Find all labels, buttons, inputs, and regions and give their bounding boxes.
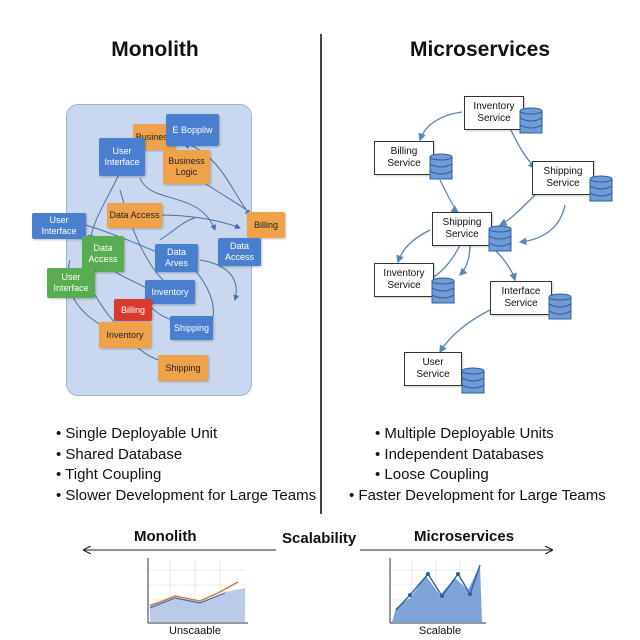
module-shipping-orange: Shipping: [158, 355, 208, 381]
module-inventory-orange: Inventory: [99, 322, 151, 348]
service-shipping-center: Shipping Service: [432, 212, 492, 246]
scalable-chart: [389, 558, 486, 624]
database-icon: [519, 107, 543, 134]
database-icon: [429, 153, 453, 180]
scalable-caption: Scalable: [418, 625, 462, 637]
microservices-bullet: Loose Coupling: [349, 465, 629, 486]
module-user-interface-left: User Interface: [32, 213, 86, 239]
module-billing-right: Billing: [247, 212, 285, 238]
scalability-monolith-label: Monolith: [134, 528, 197, 545]
monolith-bullet: Tight Coupling: [56, 465, 318, 486]
monolith-bullet: Shared Database: [56, 445, 318, 466]
module-data-access-blue: Data Access: [218, 238, 261, 266]
microservices-bullet: Multiple Deployable Units: [349, 424, 629, 445]
database-icon: [431, 277, 455, 304]
module-data-arves: Data Arves: [155, 244, 198, 272]
scalability-microservices-label: Microservices: [414, 528, 515, 545]
scalability-title: Scalability: [282, 530, 357, 547]
microservices-title: Microservices: [409, 38, 551, 61]
service-user: User Service: [404, 352, 462, 386]
module-data-access-orange: Data Access: [107, 203, 162, 228]
service-billing: Billing Service: [374, 141, 434, 175]
monolith-bullet: Single Deployable Unit: [56, 424, 318, 445]
module-shipping-blue: Shipping: [170, 316, 213, 340]
module-e-boppilw: E Boppilw: [166, 114, 219, 146]
module-business-logic: Business Logic: [163, 150, 210, 184]
vertical-divider: [320, 34, 322, 514]
database-icon: [589, 175, 613, 202]
module-data-access-green: Data Access: [82, 236, 124, 272]
monolith-bullets: Single Deployable Unit Shared Database T…: [56, 424, 318, 506]
module-billing-red: Billing: [114, 299, 152, 321]
database-icon: [548, 293, 572, 320]
unscalable-chart: [146, 558, 248, 624]
microservices-bullets: Multiple Deployable Units Independent Da…: [349, 424, 629, 506]
database-icon: [461, 367, 485, 394]
monolith-title: Monolith: [111, 38, 199, 61]
service-shipping-right: Shipping Service: [532, 161, 594, 195]
module-user-interface-green: User Interface: [47, 268, 95, 298]
unscalable-caption: Unscaable: [169, 625, 221, 637]
monolith-bullet: Slower Development for Large Teams: [56, 486, 318, 507]
module-user-interface-top: User Interface: [99, 138, 145, 176]
service-interface: Interface Service: [490, 281, 552, 315]
database-icon: [488, 225, 512, 252]
module-inventory-blue: Inventory: [145, 280, 195, 304]
microservices-bullet: Faster Development for Large Teams: [349, 486, 629, 507]
microservices-bullet: Independent Databases: [349, 445, 629, 466]
